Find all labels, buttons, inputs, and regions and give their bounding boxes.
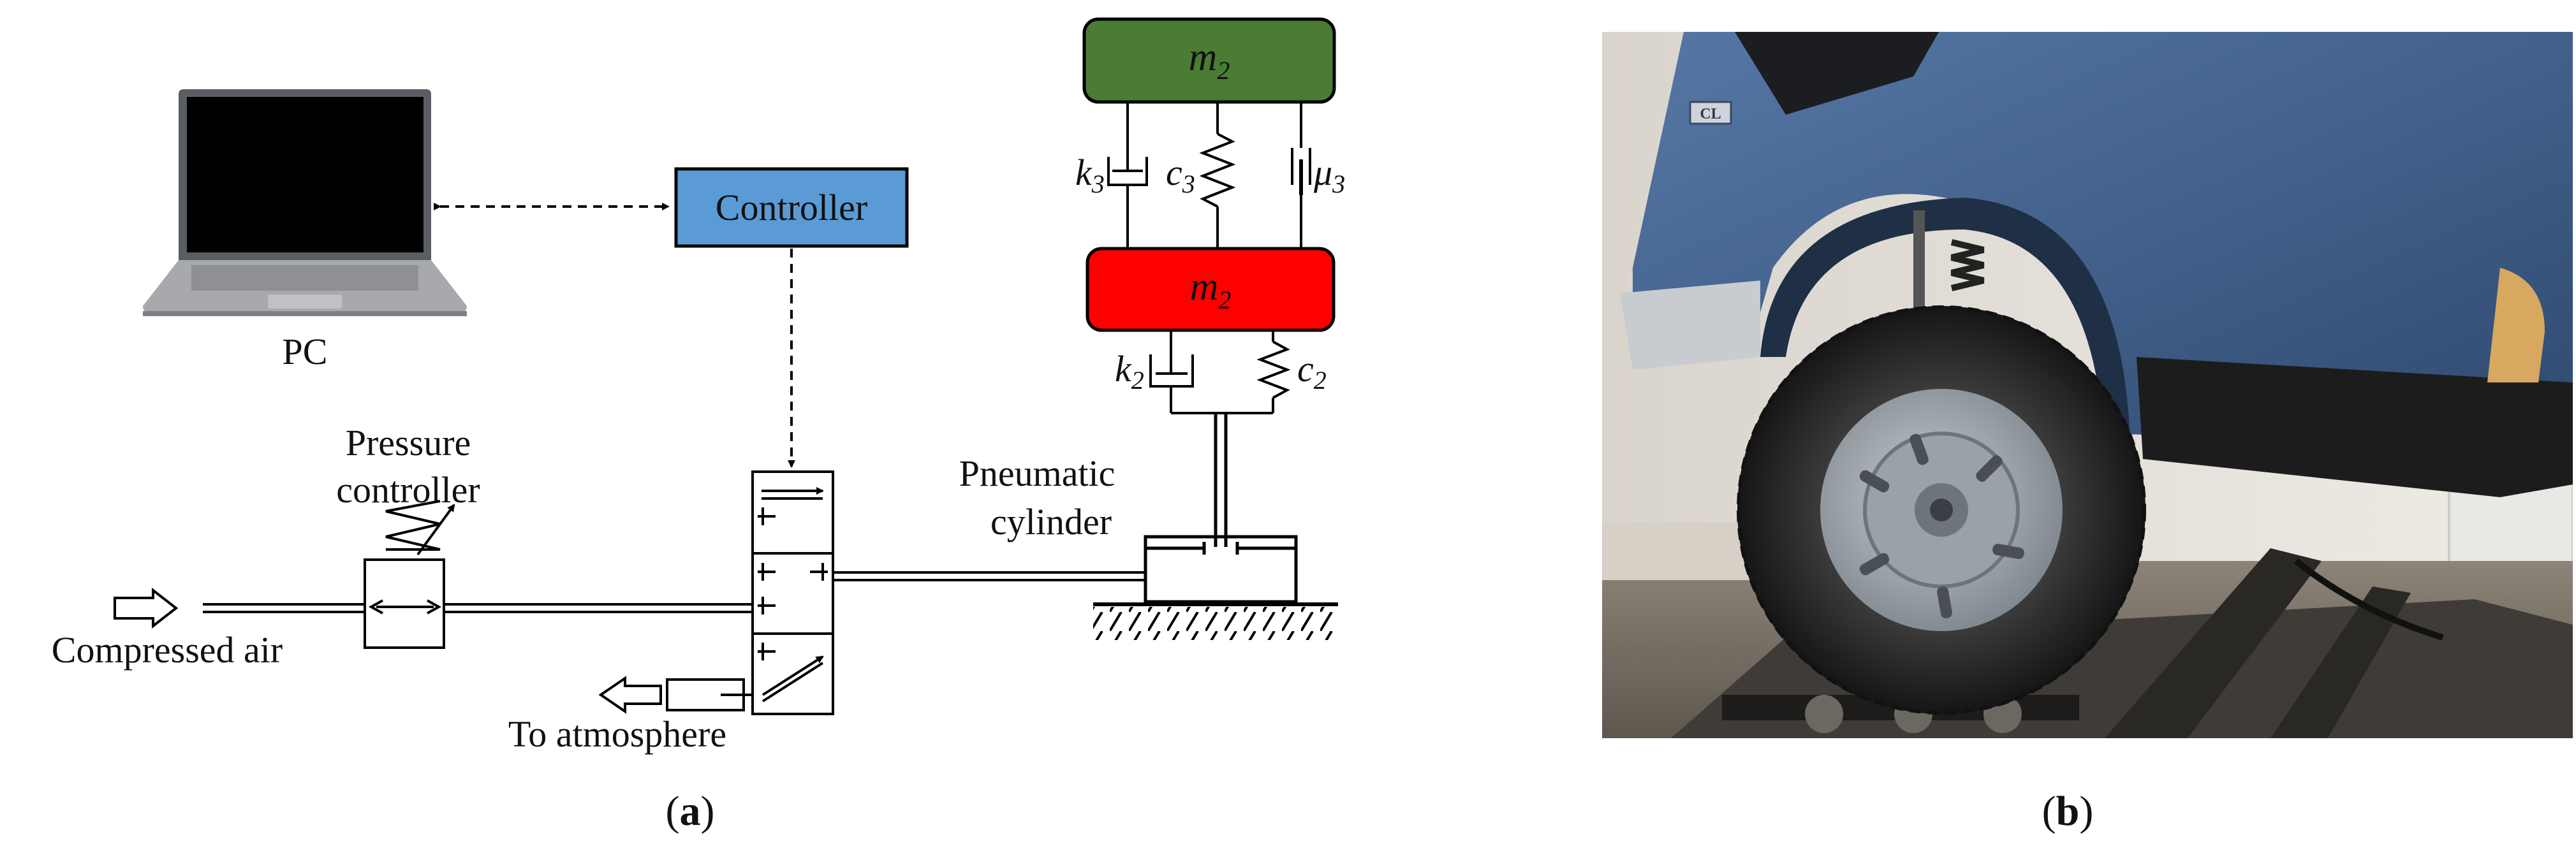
pressure-spring-icon <box>385 500 441 551</box>
pneumatic-cylinder-label-1: Pneumatic <box>959 453 1115 494</box>
photo-panel-b: CL <box>1602 32 2573 738</box>
top-mass <box>1082 17 1336 104</box>
label-mu3: μ3 <box>1313 152 1345 198</box>
to-atmosphere-label: To atmosphere <box>508 713 726 755</box>
friction-element-mu3 <box>1291 102 1311 249</box>
car-badge-text: CL <box>1700 106 1721 122</box>
compressed-air-arrow-icon <box>114 587 179 629</box>
label-c3: c3 <box>1166 152 1195 198</box>
control-valve <box>751 470 834 715</box>
pc-label: PC <box>283 331 328 372</box>
controller-box <box>674 167 909 248</box>
ground <box>1093 602 1338 640</box>
label-c2: c2 <box>1297 348 1327 395</box>
pneumatic-cylinder <box>1144 535 1298 604</box>
middle-mass <box>1086 247 1336 332</box>
compressed-air-label: Compressed air <box>52 629 283 671</box>
car-badge <box>1689 101 1732 125</box>
car-body <box>1620 32 2573 497</box>
controller-label: Controller <box>716 187 867 228</box>
diagram-panel-a: PC Controller Pressure controller Compre… <box>52 17 1345 755</box>
top-mass-label: m2 <box>1189 36 1230 85</box>
damper-k3 <box>1107 102 1148 249</box>
damper-k2 <box>1149 330 1194 413</box>
label-k2: k2 <box>1115 348 1144 395</box>
caption-b: (b) <box>2042 788 2094 834</box>
car-wheel <box>1737 305 2146 715</box>
middle-mass-label: m2 <box>1190 265 1232 314</box>
spring-c3 <box>1199 102 1236 249</box>
exhaust-arrow-icon <box>598 676 662 714</box>
pressure-controller-label-2: controller <box>336 469 480 511</box>
spring-c2 <box>1256 330 1291 413</box>
label-k3: k3 <box>1075 152 1105 198</box>
laptop-icon <box>143 89 467 316</box>
caption-a: (a) <box>666 788 715 834</box>
pressure-adjust-arrow <box>416 504 455 556</box>
pressure-controller-label-1: Pressure <box>346 422 471 463</box>
pneumatic-cylinder-label-2: cylinder <box>990 501 1112 542</box>
